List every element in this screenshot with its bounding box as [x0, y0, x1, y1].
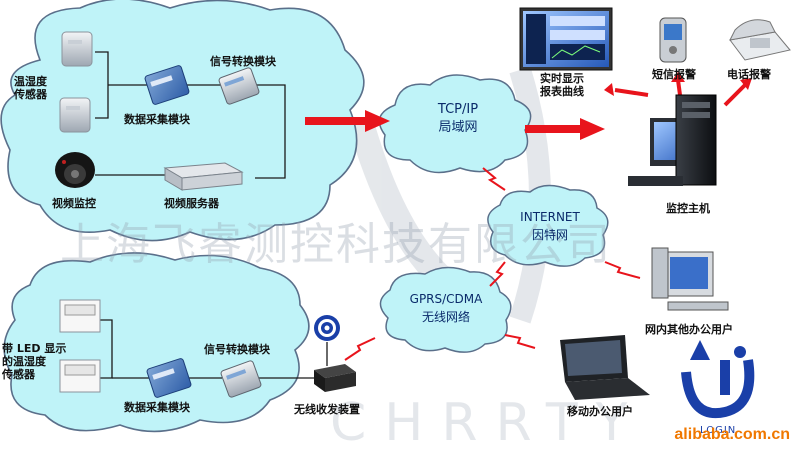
lan-line2: 局域网 — [438, 120, 478, 135]
alarm-arrows-icon — [604, 72, 752, 107]
signal-conversion-module-bottom-icon — [220, 360, 262, 398]
arrow-to-host-icon — [525, 118, 605, 140]
led-sensor-label: 带 LED 显示 的温湿度 传感器 — [2, 342, 67, 381]
laptop-icon — [560, 335, 650, 400]
other-office-users-label: 网内其他办公用户 — [645, 323, 733, 336]
company-logo-icon — [681, 340, 755, 419]
logo-text: LOGIN — [700, 425, 737, 436]
internet-cloud — [487, 184, 609, 267]
signal-conversion-module-label: 信号转换模块 — [210, 55, 276, 68]
monitor-host-label: 监控主机 — [666, 202, 710, 215]
phone-alarm-label: 电话报警 — [727, 68, 771, 81]
sms-alarm-label: 短信报警 — [652, 68, 696, 81]
realtime-display-label: 实时显示 报表曲线 — [540, 72, 584, 98]
video-server-icon — [163, 162, 244, 191]
top-connectors — [95, 51, 286, 179]
data-acquisition-module-bottom-icon — [146, 358, 192, 398]
data-acquisition-module-label: 数据采集模块 — [124, 113, 190, 126]
video-server-label: 视频服务器 — [164, 197, 219, 210]
signal-conversion-module-bottom-label: 信号转换模块 — [204, 343, 270, 356]
dome-camera-icon — [55, 152, 95, 188]
mobile-office-users-label: 移动办公用户 — [567, 405, 633, 418]
data-acquisition-module-bottom-label: 数据采集模块 — [124, 401, 190, 414]
bottom-connectors — [100, 319, 328, 379]
realtime-display-monitor-icon — [519, 7, 613, 71]
svg-text:CHRRTY: CHRRTY — [330, 393, 645, 453]
temp-humidity-sensor-label: 温湿度 传感器 — [14, 75, 47, 101]
internet-line2: 因特网 — [531, 228, 568, 242]
wireless-cloud-text: GPRS/CDMA 无线网络 — [392, 290, 500, 326]
arrow-to-lan-icon — [305, 110, 390, 132]
source-watermark: alibaba.com.cn — [674, 426, 790, 443]
wireless-transceiver-icon — [314, 364, 356, 392]
video-surveillance-label: 视频监控 — [52, 197, 96, 210]
wireless-cloud — [379, 266, 512, 353]
office-user-pc-icon — [651, 247, 729, 311]
lightning-links-icon — [344, 167, 641, 361]
internet-cloud-text: INTERNET 因特网 — [510, 208, 590, 244]
signal-conversion-module-icon — [218, 67, 260, 105]
led-sensor-icon — [59, 299, 101, 393]
wireless-line2: 无线网络 — [421, 310, 470, 324]
company-watermark: 上海飞睿测控科技有限公司 — [60, 219, 612, 270]
wireless-transceiver-label: 无线收发装置 — [294, 403, 360, 416]
data-acquisition-module-icon — [144, 65, 190, 105]
lan-cloud — [378, 74, 532, 174]
mobile-phone-icon — [659, 17, 687, 63]
temp-humidity-sensor-icon — [59, 31, 93, 133]
lan-line1: TCP/IP — [437, 102, 479, 117]
internet-line1: INTERNET — [520, 210, 580, 224]
wireless-line1: GPRS/CDMA — [409, 292, 483, 306]
signal-target-icon — [314, 315, 340, 341]
desk-telephone-icon — [729, 19, 791, 61]
monitor-host-computer-icon — [628, 94, 717, 186]
lan-cloud-text: TCP/IP 局域网 — [418, 101, 498, 137]
